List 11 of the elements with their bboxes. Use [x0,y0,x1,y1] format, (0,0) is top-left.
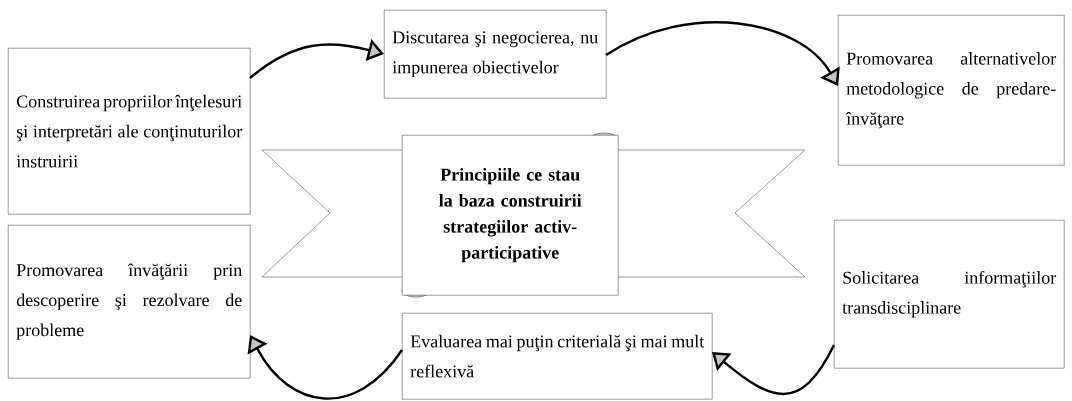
text-box: Construirea propriilor înţelesuri şi interpretări ale conţinuturilor instruirii [8,48,251,215]
banner: Principiile ce stau la baza construirii strategiilor activ-participative [261,132,806,298]
text-box: Solicitarea informaţiilor transdisciplinare [834,220,1065,369]
text-box: Discutarea şi negocierea, nu impunerea obiectivelor [384,10,607,99]
curved-arrow [249,39,384,79]
text-box: Promovarea învăţării prin descoperire şi rezolvare de probleme [8,225,251,379]
curved-arrow [247,335,403,400]
curved-arrow [605,21,840,86]
text-box: Promovarea alternativelor metodologice de predare-învăţare [838,15,1065,166]
text-box: Evaluarea mai puţin criterială şi mai mult reflexivă [402,313,713,400]
curved-arrow [712,344,836,396]
